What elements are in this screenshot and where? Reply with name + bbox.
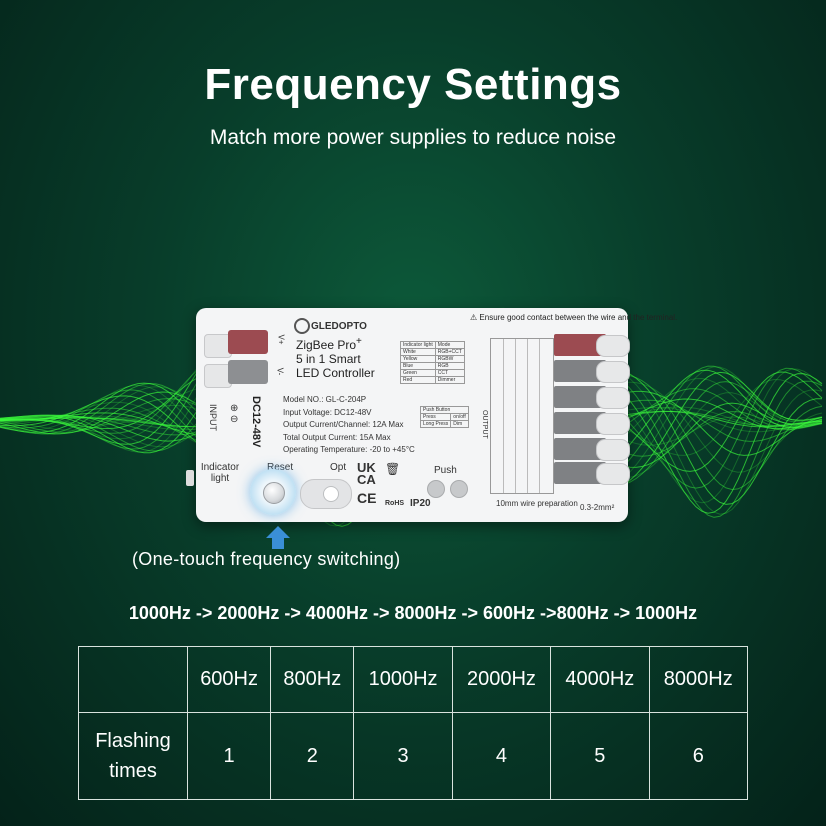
output-wiring-grid (490, 338, 554, 494)
spec-line: Output Current/Channel: 12A Max (283, 420, 404, 429)
table-cell: 6 (648, 712, 749, 800)
output-terminal (554, 412, 606, 434)
opt-button[interactable] (323, 486, 339, 502)
table-cell: 1 (186, 712, 272, 800)
terminal-latch (596, 439, 630, 461)
table-corner-cell (78, 646, 188, 713)
ukca-mark: UK CA (357, 460, 376, 487)
reset-button[interactable] (263, 482, 285, 504)
push-cell: Dim (450, 420, 469, 428)
spec-list: Model NO.: GL-C-204P Input Voltage: DC12… (283, 394, 415, 457)
table-cell: 4 (451, 712, 552, 800)
frequency-sequence: 1000Hz -> 2000Hz -> 4000Hz -> 8000Hz -> … (128, 603, 698, 623)
brand-name: GLEDOPTO (311, 321, 367, 332)
frequency-table: 600Hz 800Hz 1000Hz 2000Hz 4000Hz 8000Hz … (78, 646, 749, 800)
gledopto-logo-icon (294, 318, 310, 334)
terminal-latch (596, 335, 630, 357)
table-header-cell: 600Hz (186, 646, 272, 713)
output-terminal (554, 386, 606, 408)
table-header-cell: 1000Hz (353, 646, 453, 713)
spec-line: Model NO.: GL-C-204P (283, 395, 367, 404)
push-cell: on/off (450, 413, 469, 421)
terminal-minus-label: V- (275, 367, 285, 376)
grid-col (515, 339, 528, 493)
page-subtitle: Match more power supplies to reduce nois… (209, 126, 617, 149)
mode-cell: RGBW (434, 355, 465, 363)
output-terminal-positive (554, 334, 606, 356)
input-terminal-positive (228, 330, 268, 354)
spec-line: Input Voltage: DC12-48V (283, 407, 372, 417)
output-terminal (554, 438, 606, 460)
warning-label: Ensure good contact between the wire and… (479, 313, 678, 322)
page-title: Frequency Settings (204, 60, 622, 109)
product-line2: 5 in 1 Smart (296, 352, 361, 366)
push-button-1[interactable] (427, 480, 445, 498)
indicator-label: Indicator light (200, 462, 240, 484)
table-header-cell: 800Hz (270, 646, 355, 713)
table-header-cell: 2000Hz (451, 646, 552, 713)
push-label: Push (434, 465, 457, 476)
terminal-latch (596, 387, 630, 409)
mode-cell: Mode (434, 341, 465, 349)
warning-text: ⚠ Ensure good contact between the wire a… (470, 313, 678, 322)
table-header-row: 600Hz 800Hz 1000Hz 2000Hz 4000Hz 8000Hz (78, 646, 749, 713)
mode-cell: Blue (400, 362, 436, 370)
terminal-latch (596, 463, 630, 485)
input-label: INPUT (208, 404, 218, 431)
input-terminal-negative (228, 360, 268, 384)
grid-col (527, 339, 540, 493)
voltage-label: DC12-48V (250, 396, 262, 448)
polarity-icon: ⊕⊖ (230, 403, 239, 425)
mode-cell: White (400, 348, 436, 356)
push-cell: Press (419, 413, 452, 421)
opt-label: Opt (330, 462, 347, 473)
weee-bin-icon: 🗑 (385, 462, 401, 476)
terminal-latch (596, 361, 630, 383)
row-label: Flashing times (78, 712, 188, 800)
ip-rating: IP20 (410, 498, 431, 509)
spec-line: Operating Temperature: -20 to +45°C (283, 445, 415, 454)
mode-cell: Green (400, 369, 436, 377)
table-cell: 5 (550, 712, 650, 800)
terminal-plus-label: V+ (276, 334, 286, 345)
mode-cell: Indicator light (400, 341, 436, 349)
push-cell: Long Press (419, 420, 452, 428)
wire-prep-label: 10mm wire preparation (496, 499, 578, 508)
product-line1: ZigBee Pro (296, 338, 357, 352)
spec-line: Total Output Current: 15A Max (283, 432, 391, 442)
product-title: ZigBee Pro+ 5 in 1 Smart LED Controller (296, 335, 375, 380)
mode-cell: RGB+CCT (434, 348, 465, 356)
output-terminal (554, 462, 606, 484)
push-button-2[interactable] (450, 480, 468, 498)
table-cell: 3 (353, 712, 453, 800)
table-cell: 2 (270, 712, 355, 800)
reset-label: Reset (267, 462, 294, 473)
ce-mark: CE (357, 490, 377, 506)
wire-size-label: 0.3-2mm² (580, 503, 615, 512)
product-line3: LED Controller (296, 366, 375, 380)
grid-col (539, 339, 552, 493)
push-cell: Push Button (420, 406, 469, 414)
table-header-cell: 8000Hz (648, 646, 749, 713)
mode-cell: CCT (434, 369, 465, 377)
up-arrow-stem (272, 537, 284, 549)
table-row: Flashing times 1 2 3 4 5 6 (78, 712, 749, 800)
indicator-light (186, 470, 194, 486)
grid-col (503, 339, 516, 493)
table-header-cell: 4000Hz (550, 646, 650, 713)
terminal-latch (204, 334, 232, 358)
mode-cell: Red (400, 376, 436, 384)
mode-cell: RGB (434, 362, 465, 370)
up-arrow-icon (266, 526, 290, 538)
callout-text: (One-touch frequency switching) (132, 549, 401, 569)
rohs-mark: RoHS (385, 500, 405, 507)
mode-cell: Yellow (400, 355, 436, 363)
terminal-latch (596, 413, 630, 435)
product-plus: + (356, 336, 362, 347)
output-terminal (554, 360, 606, 382)
output-label: OUTPUT (481, 410, 488, 439)
mode-cell: Dimmer (434, 376, 465, 384)
